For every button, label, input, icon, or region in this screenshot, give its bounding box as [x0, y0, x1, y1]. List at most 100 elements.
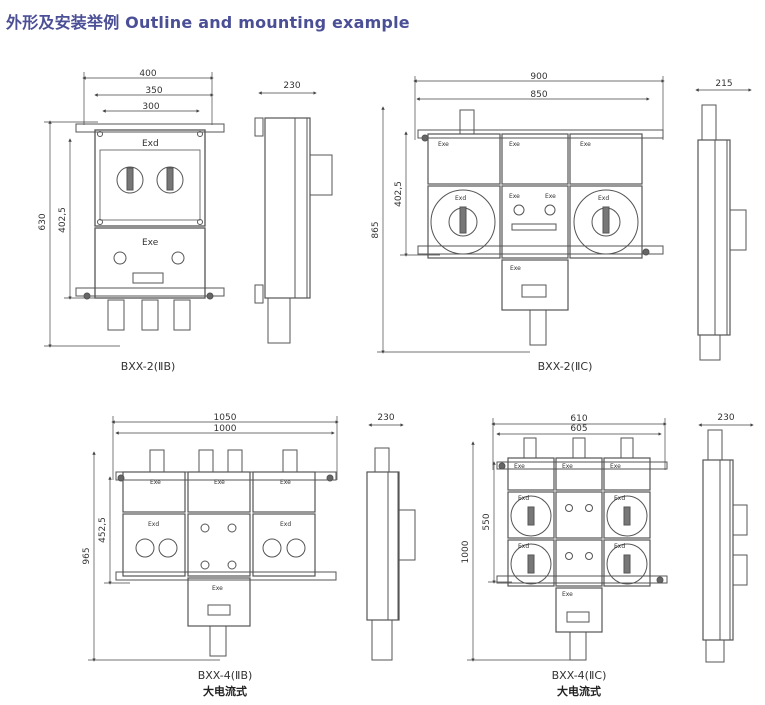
- side-view: [366, 447, 416, 661]
- cable-gland: [620, 437, 634, 459]
- dimension-labels-p3: 1050 1000 965 452,5 230 Exe Exe Exe Exd …: [82, 413, 395, 698]
- model-subtitle: 大电流式: [557, 684, 601, 698]
- enclosure-marking: Exd: [598, 195, 609, 202]
- enclosure-marking: Exe: [214, 479, 225, 486]
- model-label: BXX-4(ⅡB): [198, 669, 253, 682]
- cable-gland: [529, 309, 547, 346]
- switch-dial: [606, 543, 648, 585]
- dimension-lines: [377, 76, 752, 354]
- cable-gland: [227, 449, 243, 473]
- side-view: [702, 429, 748, 663]
- enclosure-marking: Exe: [514, 463, 525, 470]
- enclosure-marking: Exe: [142, 238, 159, 248]
- model-label: BXX-4(ⅡC): [552, 669, 607, 682]
- enclosure: [187, 513, 251, 577]
- enclosure-upper: [94, 129, 206, 227]
- enclosure-marking: Exe: [509, 193, 520, 200]
- dim-label: 230: [377, 413, 394, 423]
- cable-gland: [282, 449, 298, 473]
- drawing-bxx-2-iic: [377, 76, 752, 361]
- enclosure: [507, 539, 555, 587]
- enclosure: [122, 513, 186, 577]
- dimension-labels-p2: 900 850 865 402,5 215 Exe Exe Exe Exd Ex…: [371, 72, 733, 373]
- dim-label: 400: [139, 69, 156, 79]
- dim-label: 550: [482, 513, 492, 530]
- page-title: 外形及安装举例 Outline and mounting example: [6, 13, 410, 32]
- switch-dial: [606, 495, 648, 537]
- dim-label: 452,5: [98, 517, 108, 543]
- enclosure-marking: Exe: [509, 141, 520, 148]
- dim-label: 402,5: [58, 207, 68, 233]
- dim-label: 215: [715, 79, 732, 89]
- side-view: [254, 117, 333, 344]
- dim-label: 1050: [214, 413, 237, 423]
- dim-label: 350: [145, 86, 162, 96]
- drawing-bxx-4-iic: [467, 418, 754, 663]
- enclosure-marking: Exe: [562, 591, 573, 598]
- dim-label: 1000: [214, 424, 237, 434]
- enclosure-marking: Exe: [580, 141, 591, 148]
- enclosure-marking: Exd: [142, 139, 159, 149]
- dim-label: 865: [371, 221, 381, 238]
- dim-label: 630: [38, 213, 48, 230]
- enclosure-marking: Exe: [150, 479, 161, 486]
- dim-label: 900: [530, 72, 547, 82]
- enclosure: [122, 471, 186, 513]
- cable-gland: [572, 437, 586, 459]
- switch-dial: [430, 189, 496, 255]
- enclosure-lower: [94, 227, 206, 299]
- enclosure: [603, 539, 651, 587]
- enclosure: [501, 133, 569, 185]
- enclosure: [501, 185, 569, 259]
- switch-knob: [116, 166, 144, 194]
- enclosure: [569, 185, 643, 259]
- cable-gland: [198, 449, 214, 473]
- enclosure-marking: Exd: [280, 521, 291, 528]
- enclosure-marking: Exd: [518, 495, 529, 502]
- switch-dial: [510, 495, 552, 537]
- enclosure: [507, 491, 555, 539]
- dim-label: 965: [82, 547, 92, 564]
- dim-label: 300: [142, 102, 159, 112]
- dimension-labels-p4: 610 605 1000 550 230 Exe Exe Exe Exd Exd…: [461, 413, 735, 698]
- enclosure-marking: Exe: [280, 479, 291, 486]
- switch-dial: [573, 189, 639, 255]
- dimension-lines: [88, 416, 404, 662]
- enclosure-marking: Exd: [614, 495, 625, 502]
- cable-gland: [141, 299, 159, 331]
- switch-dial: [510, 543, 552, 585]
- enclosure-marking: Exd: [455, 195, 466, 202]
- enclosure-marking: Exe: [610, 463, 621, 470]
- dimension-labels-p1: 400 350 300 630 402,5 230 Exd Exe BXX-2(…: [38, 69, 301, 373]
- cable-gland: [209, 625, 227, 657]
- cable-gland: [569, 631, 587, 661]
- enclosure: [555, 491, 603, 539]
- dim-label: 850: [530, 90, 547, 100]
- dimension-lines: [44, 72, 317, 348]
- model-label: BXX-2(ⅡB): [121, 360, 176, 373]
- enclosure: [603, 491, 651, 539]
- cable-gland: [523, 437, 537, 459]
- enclosure: [569, 133, 643, 185]
- dim-label: 402,5: [394, 181, 404, 207]
- enclosure: [555, 539, 603, 587]
- enclosure-marking: Exd: [614, 543, 625, 550]
- side-view: [697, 104, 747, 361]
- dim-label: 230: [283, 81, 300, 91]
- enclosure-marking: Exe: [438, 141, 449, 148]
- cable-gland: [173, 299, 191, 331]
- enclosure-marking: Exd: [518, 543, 529, 550]
- enclosure: [427, 185, 501, 259]
- dim-label: 610: [570, 414, 587, 424]
- cable-gland: [107, 299, 125, 331]
- enclosure-marking: Exe: [510, 265, 521, 272]
- enclosure: [252, 513, 316, 577]
- dim-label: 605: [570, 424, 587, 434]
- cable-gland: [459, 109, 475, 135]
- drawing-bxx-2-iib: [44, 72, 333, 348]
- switch-knob: [156, 166, 184, 194]
- enclosure-marking: Exe: [212, 585, 223, 592]
- dim-label: 1000: [461, 540, 471, 563]
- cable-gland: [149, 449, 165, 473]
